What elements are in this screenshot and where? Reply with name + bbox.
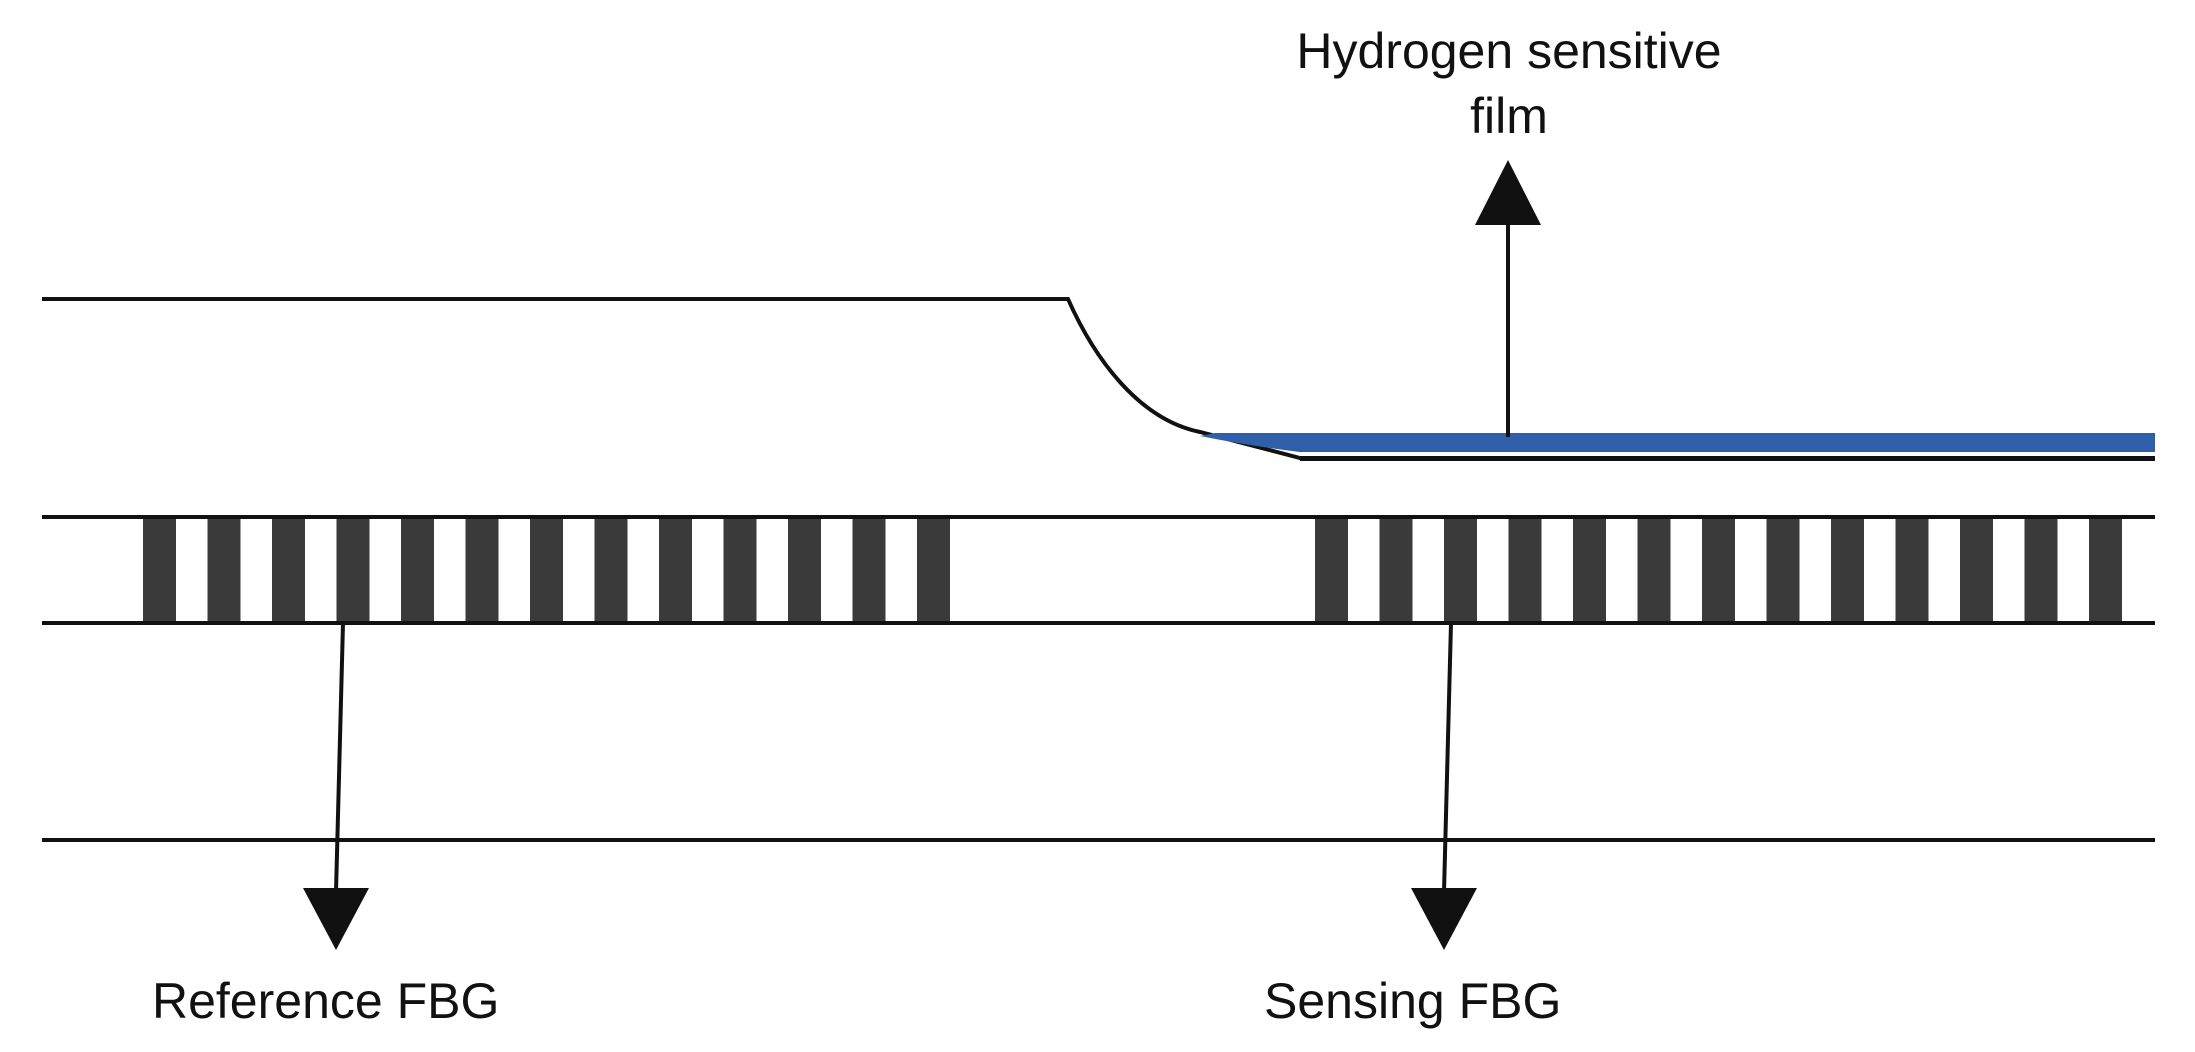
sensing-grating-bar	[2024, 519, 2058, 621]
sensing-arrow	[1442, 622, 1453, 893]
reference-fbg-label: Reference FBG	[152, 973, 499, 1029]
sensing-grating-bar	[1379, 519, 1413, 621]
cladding-top-profile	[42, 297, 2155, 460]
sensing-grating-bar	[1573, 519, 1606, 621]
sensing-grating-bar	[1315, 519, 1348, 621]
sensing-grating-bar	[1766, 519, 1800, 621]
reference-grating-bar	[530, 519, 563, 621]
hydrogen-sensitive-film	[1200, 433, 2155, 452]
sensing-fbg-label: Sensing FBG	[1264, 973, 1561, 1029]
sensing-grating-bar	[2089, 519, 2122, 621]
reference-grating-bar	[788, 519, 821, 621]
reference-grating-bar	[723, 519, 757, 621]
reference-grating-bar	[272, 519, 305, 621]
reference-arrowhead	[303, 888, 369, 950]
sensing-grating-bar	[1960, 519, 1993, 621]
reference-grating-bar	[659, 519, 692, 621]
sensing-grating-bar	[1637, 519, 1671, 621]
film-label-line1: Hydrogen sensitive	[1296, 23, 1721, 79]
reference-grating-bar	[336, 519, 370, 621]
reference-grating-bar	[465, 519, 499, 621]
film-label-line2: film	[1470, 88, 1548, 144]
sensing-grating-bar	[1702, 519, 1735, 621]
sensing-arrowhead	[1411, 888, 1477, 950]
sensing-grating-bar	[1895, 519, 1929, 621]
sensing-grating-bar	[1508, 519, 1542, 621]
film-arrowhead	[1475, 160, 1541, 225]
reference-grating-bar	[917, 519, 950, 621]
reference-arrow	[334, 622, 345, 893]
reference-grating-bar	[143, 519, 176, 621]
reference-grating-bar	[594, 519, 628, 621]
reference-grating-bar	[401, 519, 434, 621]
sensing-fbg-grating	[1315, 519, 2122, 621]
reference-grating-bar	[207, 519, 241, 621]
sensing-grating-bar	[1831, 519, 1864, 621]
reference-grating-bar	[852, 519, 886, 621]
sensing-grating-bar	[1444, 519, 1477, 621]
reference-fbg-grating	[143, 519, 950, 621]
